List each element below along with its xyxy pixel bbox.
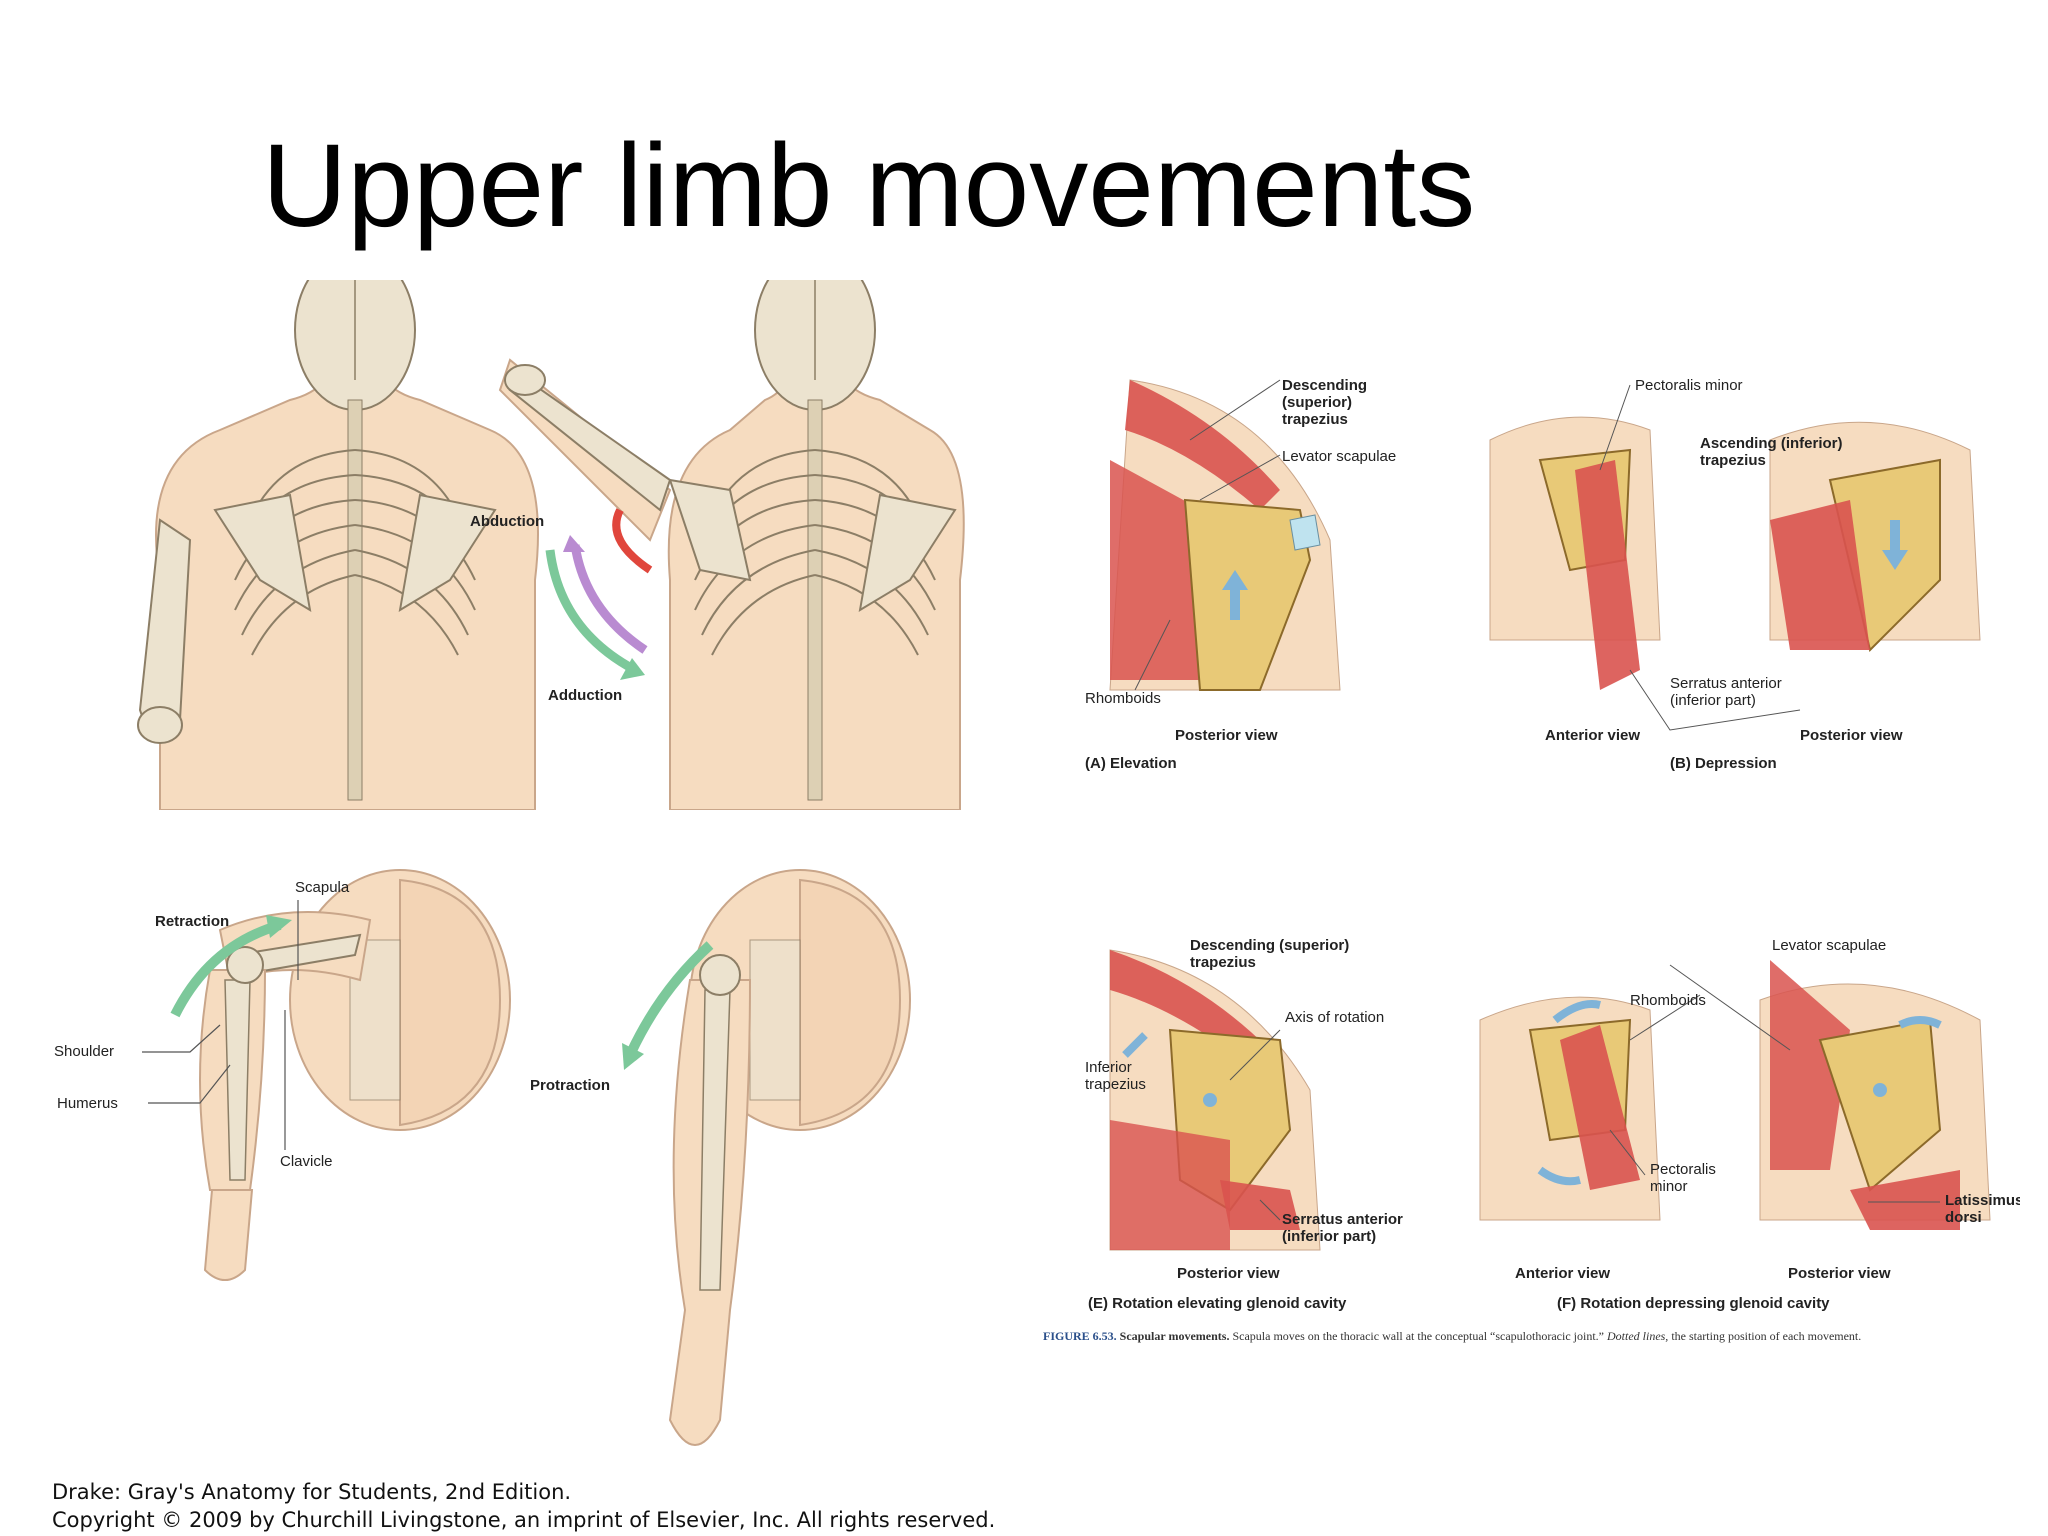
label-pectoralis-minor: Pectoralis minor	[1635, 377, 1743, 394]
rotation-depressing-posterior-view	[1759, 960, 1991, 1230]
rotation-elevating-posterior-view	[1109, 949, 1321, 1251]
retraction-protraction-illustration: Retraction Scapula Shoulder Humerus Clav…	[54, 869, 911, 1446]
retraction-figure	[199, 869, 511, 1281]
label-axis-of-rotation: Axis of rotation	[1285, 1009, 1384, 1026]
rotation-depressing-anterior-view	[1479, 996, 1661, 1221]
label-serratus-anterior-1: Serratus anterior	[1282, 1211, 1403, 1228]
source-credit: Drake: Gray's Anatomy for Students, 2nd …	[52, 1478, 995, 1534]
label-serratus-anterior-2: (inferior part)	[1670, 692, 1756, 709]
label-clavicle: Clavicle	[280, 1153, 333, 1170]
abduction-arrow	[612, 508, 653, 574]
retraction-arrow	[170, 920, 282, 1018]
figure-caption-text-b: the starting position of each movement.	[1671, 1329, 1862, 1343]
figure-caption: FIGURE 6.53. Scapular movements. Scapula…	[1043, 1328, 2005, 1345]
label-protraction: Protraction	[530, 1077, 610, 1094]
label-levator-scapulae: Levator scapulae	[1772, 937, 1886, 954]
back-figure-left	[137, 280, 539, 810]
label-pectoralis-minor-2: minor	[1650, 1178, 1688, 1195]
label-descending-trapezius-1: Descending	[1282, 377, 1367, 394]
elevation-posterior-view	[1109, 379, 1341, 691]
label-scapula: Scapula	[295, 879, 350, 896]
credit-line-1: Drake: Gray's Anatomy for Students, 2nd …	[52, 1480, 572, 1504]
back-figure-right	[498, 280, 965, 810]
caption-a-elevation: (A) Elevation	[1085, 755, 1177, 772]
label-serratus-anterior-2: (inferior part)	[1282, 1228, 1376, 1245]
rotation-illustration: Descending (superior) trapezius Axis of …	[1085, 937, 2020, 1312]
label-posterior-view-b: Posterior view	[1800, 727, 1903, 744]
label-posterior-view-e: Posterior view	[1177, 1265, 1280, 1282]
label-serratus-anterior-1: Serratus anterior	[1670, 675, 1782, 692]
protraction-arrow	[625, 941, 714, 1058]
label-pectoralis-minor-1: Pectoralis	[1650, 1161, 1716, 1178]
label-humerus: Humerus	[57, 1095, 118, 1112]
abduction-arrow-purple	[570, 544, 648, 654]
label-inferior-trapezius-1: Inferior	[1085, 1059, 1132, 1076]
figure-caption-emphasis-2: Dotted lines,	[1606, 1329, 1669, 1343]
label-posterior-view-f: Posterior view	[1788, 1265, 1891, 1282]
label-anterior-view-f: Anterior view	[1515, 1265, 1610, 1282]
label-retraction: Retraction	[155, 913, 229, 930]
figure-caption-emphasis: Scapular movements.	[1119, 1329, 1230, 1343]
adduction-arrow-green	[545, 549, 638, 674]
label-adduction: Adduction	[548, 687, 622, 704]
slide-title: Upper limb movements	[262, 120, 1476, 252]
label-descending-trapezius-1: Descending (superior)	[1190, 937, 1349, 954]
label-descending-trapezius-2: trapezius	[1190, 954, 1256, 971]
abduction-adduction-illustration: Abduction Adduction	[137, 280, 965, 810]
label-abduction: Abduction	[470, 513, 544, 530]
credit-line-2: Copyright © 2009 by Churchill Livingston…	[52, 1508, 996, 1532]
label-shoulder: Shoulder	[54, 1043, 114, 1060]
label-latissimus-2: dorsi	[1945, 1209, 1982, 1226]
figure-caption-text-a: Scapula moves on the thoracic wall at th…	[1232, 1329, 1604, 1343]
label-descending-trapezius-3: trapezius	[1282, 411, 1348, 428]
depression-anterior-view	[1489, 416, 1661, 690]
elevation-depression-illustration: Descending (superior) trapezius Levator …	[1085, 377, 1981, 772]
label-rhomboids: Rhomboids	[1630, 992, 1706, 1009]
label-latissimus-1: Latissimus	[1945, 1192, 2020, 1209]
label-anterior-view-b: Anterior view	[1545, 727, 1640, 744]
protraction-figure	[668, 869, 911, 1446]
caption-e: (E) Rotation elevating glenoid cavity	[1088, 1295, 1347, 1312]
label-rhomboids: Rhomboids	[1085, 690, 1161, 707]
label-levator-scapulae: Levator scapulae	[1282, 448, 1396, 465]
figure-label: FIGURE 6.53.	[1043, 1329, 1117, 1343]
depression-posterior-view	[1769, 421, 1981, 652]
label-ascending-trapezius-2: trapezius	[1700, 452, 1766, 469]
label-inferior-trapezius-2: trapezius	[1085, 1076, 1146, 1093]
caption-b-depression: (B) Depression	[1670, 755, 1777, 772]
label-descending-trapezius-2: (superior)	[1282, 394, 1352, 411]
caption-f: (F) Rotation depressing glenoid cavity	[1557, 1295, 1830, 1312]
label-posterior-view-a: Posterior view	[1175, 727, 1278, 744]
label-ascending-trapezius-1: Ascending (inferior)	[1700, 435, 1843, 452]
